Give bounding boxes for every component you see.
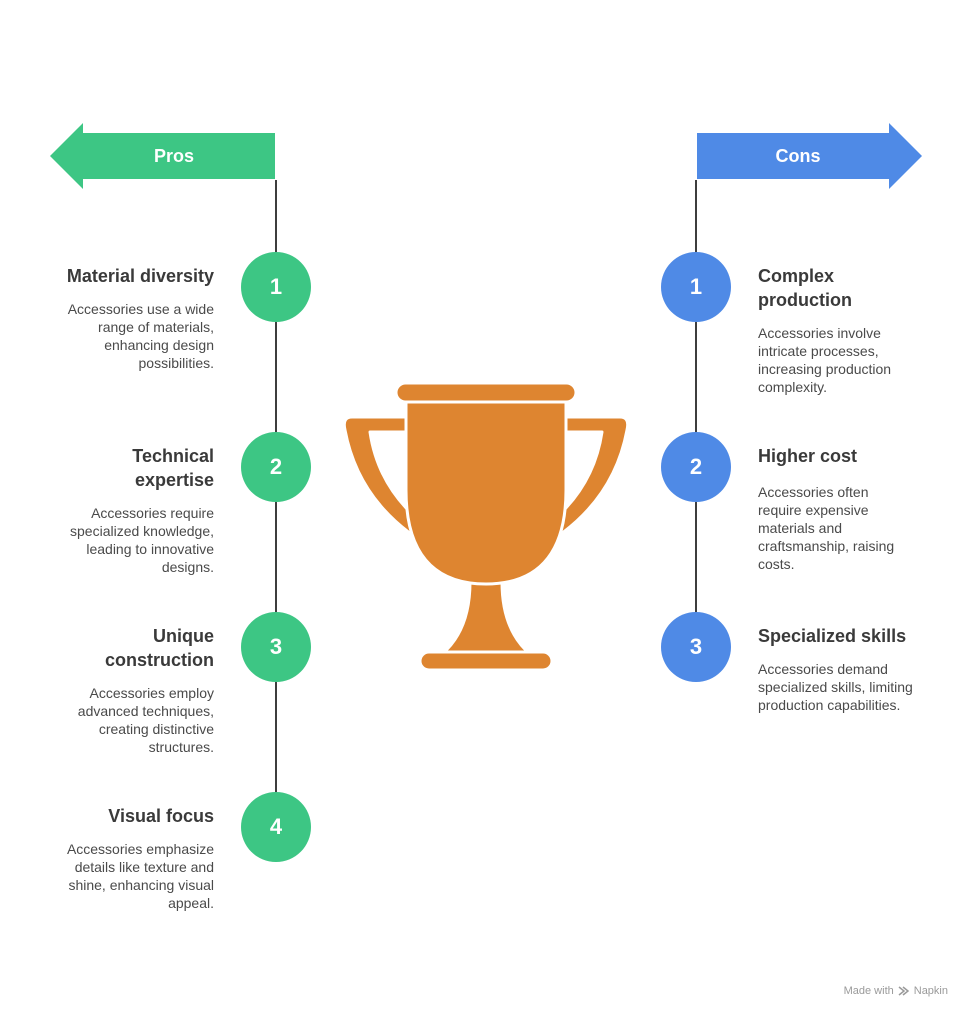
pros-item-2-description: Accessories require specialized knowledg… — [70, 505, 214, 575]
pros-item-3-description: Accessories employ advanced techniques, … — [77, 685, 214, 755]
pros-item-4-title: Visual focus — [108, 806, 214, 826]
cons-item-3-description: Accessories demand specialized skills, l… — [758, 661, 913, 713]
cons-label: Cons — [775, 146, 821, 166]
footer-brand: Napkin — [913, 985, 948, 997]
cons-step-1-circle: 1 — [661, 252, 731, 322]
pros-connector-line — [275, 502, 277, 612]
footer-made-with: Made with — [843, 985, 894, 997]
pros-step-2-circle: 2 — [241, 432, 311, 502]
cons-step-2-circle: 2 — [661, 432, 731, 502]
cons-item-1-description: Accessories involve intricate processes,… — [758, 325, 892, 395]
pros-arrow — [50, 123, 275, 189]
pros-connector-line — [275, 682, 277, 792]
trophy-icon — [342, 381, 630, 672]
pros-item-2-title: Technical expertise — [132, 446, 214, 490]
napkin-logo-icon — [898, 986, 909, 996]
pros-step-1-circle: 1 — [241, 252, 311, 322]
pros-step-3-circle: 3 — [241, 612, 311, 682]
pros-step-4-circle: 4 — [241, 792, 311, 862]
cons-connector-line — [695, 180, 697, 252]
cons-item-1-title: Complex production — [758, 266, 852, 310]
cons-step-3-circle: 3 — [661, 612, 731, 682]
pros-label: Pros — [153, 146, 195, 166]
cons-item-2-description: Accessories often require expensive mate… — [758, 484, 895, 572]
pros-item-1-description: Accessories use a wide range of material… — [67, 301, 214, 371]
footer-attribution: Made with Napkin — [844, 985, 948, 997]
cons-arrow — [697, 123, 922, 189]
pros-connector-line — [275, 180, 277, 252]
cons-connector-line — [695, 322, 697, 432]
pros-item-1-title: Material diversity — [66, 266, 214, 286]
pros-connector-line — [275, 322, 277, 432]
cons-item-2-title: Higher cost — [758, 446, 858, 466]
pros-item-3-title: Unique construction — [104, 626, 214, 670]
cons-connector-line — [695, 502, 697, 612]
pros-item-4-description: Accessories emphasize details like textu… — [66, 841, 214, 911]
cons-item-3-title: Specialized skills — [758, 626, 907, 646]
